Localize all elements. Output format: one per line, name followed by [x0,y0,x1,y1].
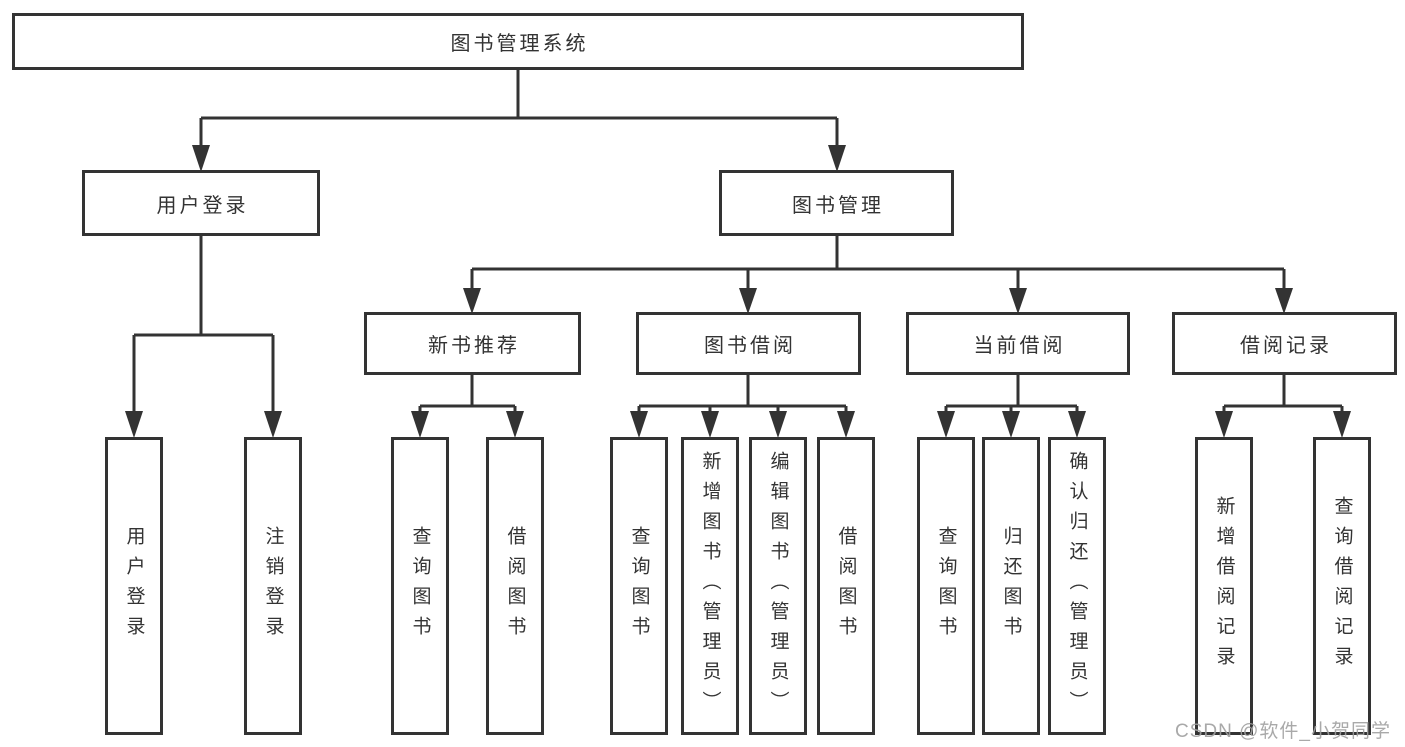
node-borrowing-query-books: 查询图书 [610,437,668,735]
connector-borrowing-to-children [630,375,855,438]
node-records-add-record: 新增借阅记录 [1195,437,1253,735]
connector-current-to-children [937,375,1086,438]
node-current-return-books: 归还图书 [982,437,1040,735]
node-label: 确认归还（管理员） [1066,451,1088,721]
node-book-mgmt-module: 图书管理 [719,170,954,236]
node-label: 查询借阅记录 [1331,496,1353,676]
node-label: 借阅记录 [1240,335,1332,357]
connector-bookmgmt-to-level3 [463,236,1293,314]
node-label: 图书管理系统 [450,33,589,55]
node-label: 编辑图书（管理员） [767,451,789,721]
node-label: 查询图书 [409,526,431,646]
connector-root-to-level2 [192,70,846,172]
node-label: 图书管理 [792,194,884,217]
node-login-module: 用户登录 [82,170,320,236]
node-root-title: 图书管理系统 [12,13,1024,70]
node-borrow-records: 借阅记录 [1172,312,1397,375]
connector-records-to-children [1215,375,1351,438]
node-label: 查询图书 [935,526,957,646]
node-new-book-rec: 新书推荐 [364,312,581,375]
node-borrowing-add-books-admin: 新增图书（管理员） [681,437,739,735]
node-label: 借阅图书 [835,526,857,646]
node-label: 新增图书（管理员） [699,451,721,721]
node-newrec-query-books: 查询图书 [391,437,449,735]
node-logout: 注销登录 [244,437,302,735]
node-current-borrowing: 当前借阅 [906,312,1130,375]
node-label: 注销登录 [262,526,284,646]
node-current-confirm-return-admin: 确认归还（管理员） [1048,437,1106,735]
node-label: 新增借阅记录 [1213,496,1235,676]
node-label: 用户登录 [123,526,145,646]
node-label: 新书推荐 [428,335,520,357]
connector-login-to-children [125,236,282,438]
node-book-borrowing: 图书借阅 [636,312,861,375]
connector-newrec-to-children [411,375,524,438]
csdn-watermark: CSDN @软件_小贺同学 [1175,721,1391,742]
node-label: 归还图书 [1000,526,1022,646]
node-user-login: 用户登录 [105,437,163,735]
node-label: 借阅图书 [504,526,526,646]
node-label: 查询图书 [628,526,650,646]
node-borrowing-borrow-books: 借阅图书 [817,437,875,735]
node-newrec-borrow-books: 借阅图书 [486,437,544,735]
node-current-query-books: 查询图书 [917,437,975,735]
node-label: 用户登录 [156,194,249,217]
node-label: 图书借阅 [704,335,796,357]
node-borrowing-edit-books-admin: 编辑图书（管理员） [749,437,807,735]
node-label: 当前借阅 [973,335,1066,357]
node-records-query-record: 查询借阅记录 [1313,437,1371,735]
